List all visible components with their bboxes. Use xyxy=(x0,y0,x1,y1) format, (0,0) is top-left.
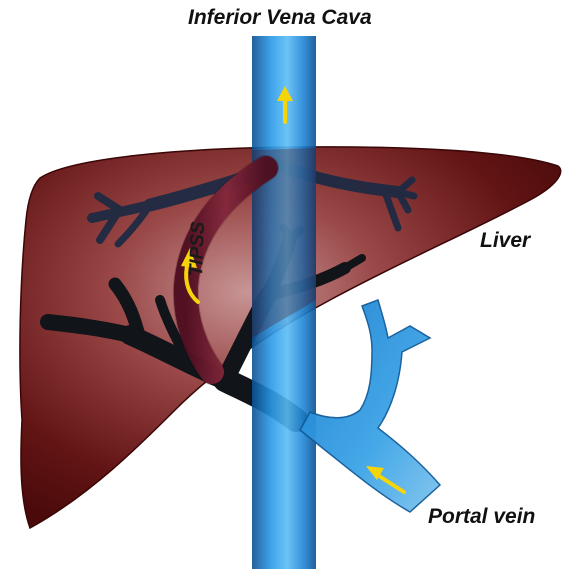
liver-label: Liver xyxy=(480,229,530,253)
tipss-label: TIPSS xyxy=(186,221,210,277)
portal-vein-label: Portal vein xyxy=(428,505,535,529)
ivc-label: Inferior Vena Cava xyxy=(188,6,372,30)
portal-vein xyxy=(300,300,440,512)
